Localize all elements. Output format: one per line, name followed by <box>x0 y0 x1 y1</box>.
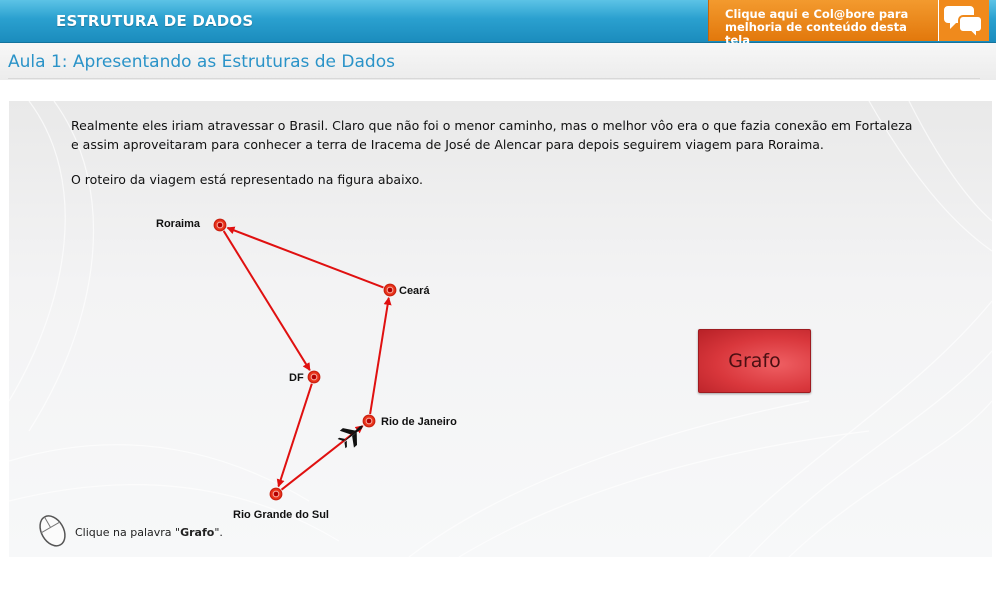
node-rio-de-janeiro <box>362 414 376 428</box>
paragraph-intro-line-2: e assim aproveitaram para conhecer a ter… <box>71 137 824 152</box>
edge-df-to-rio-grande-do-sul <box>276 383 313 488</box>
edge-rio-de-janeiro-to-ceara <box>369 296 392 415</box>
label-rio-de-janeiro: Rio de Janeiro <box>381 416 457 428</box>
lesson-bar <box>0 43 996 80</box>
edge-roraima-to-df <box>222 230 311 372</box>
paragraph-route: O roteiro da viagem está representado na… <box>71 172 423 187</box>
chat-bubbles-icon[interactable] <box>938 0 989 41</box>
hint-prefix: Clique na palavra " <box>75 526 181 539</box>
node-ceara <box>383 283 397 297</box>
content-panel: Realmente eles iriam atravessar o Brasil… <box>9 101 992 557</box>
node-roraima <box>213 218 227 232</box>
hint-suffix: ". <box>214 526 223 539</box>
mouse-icon <box>39 515 66 547</box>
paragraph-intro: Realmente eles iriam atravessar o Brasil… <box>71 116 951 154</box>
label-df: DF <box>289 372 304 384</box>
label-ceara: Ceará <box>399 285 430 297</box>
paragraph-intro-line-1: Realmente eles iriam atravessar o Brasil… <box>71 118 913 133</box>
hint-word: Grafo <box>180 526 215 539</box>
lesson-divider <box>8 78 980 79</box>
label-rio-grande-do-sul: Rio Grande do Sul <box>233 509 329 521</box>
label-roraima: Roraima <box>156 218 201 230</box>
airplane-icon <box>337 425 363 449</box>
feedback-button[interactable]: Clique aqui e Col@bore para melhoria de … <box>708 0 989 47</box>
edge-ceara-to-roraima <box>226 226 384 289</box>
app-title: ESTRUTURA DE DADOS <box>56 12 254 30</box>
node-df <box>307 370 321 384</box>
top-bar: ESTRUTURA DE DADOS Clique aqui e Col@bor… <box>0 0 996 47</box>
background-swirl <box>9 101 992 557</box>
feedback-text: Clique aqui e Col@bore para melhoria de … <box>725 8 925 47</box>
click-hint: Clique na palavra "Grafo". <box>75 526 223 539</box>
feedback-line-1: Clique aqui e Col@bore para <box>725 7 909 21</box>
lesson-title: Aula 1: Apresentando as Estruturas de Da… <box>8 52 395 72</box>
grafo-button[interactable]: Grafo <box>698 329 811 393</box>
node-rio-grande-do-sul <box>269 487 283 501</box>
